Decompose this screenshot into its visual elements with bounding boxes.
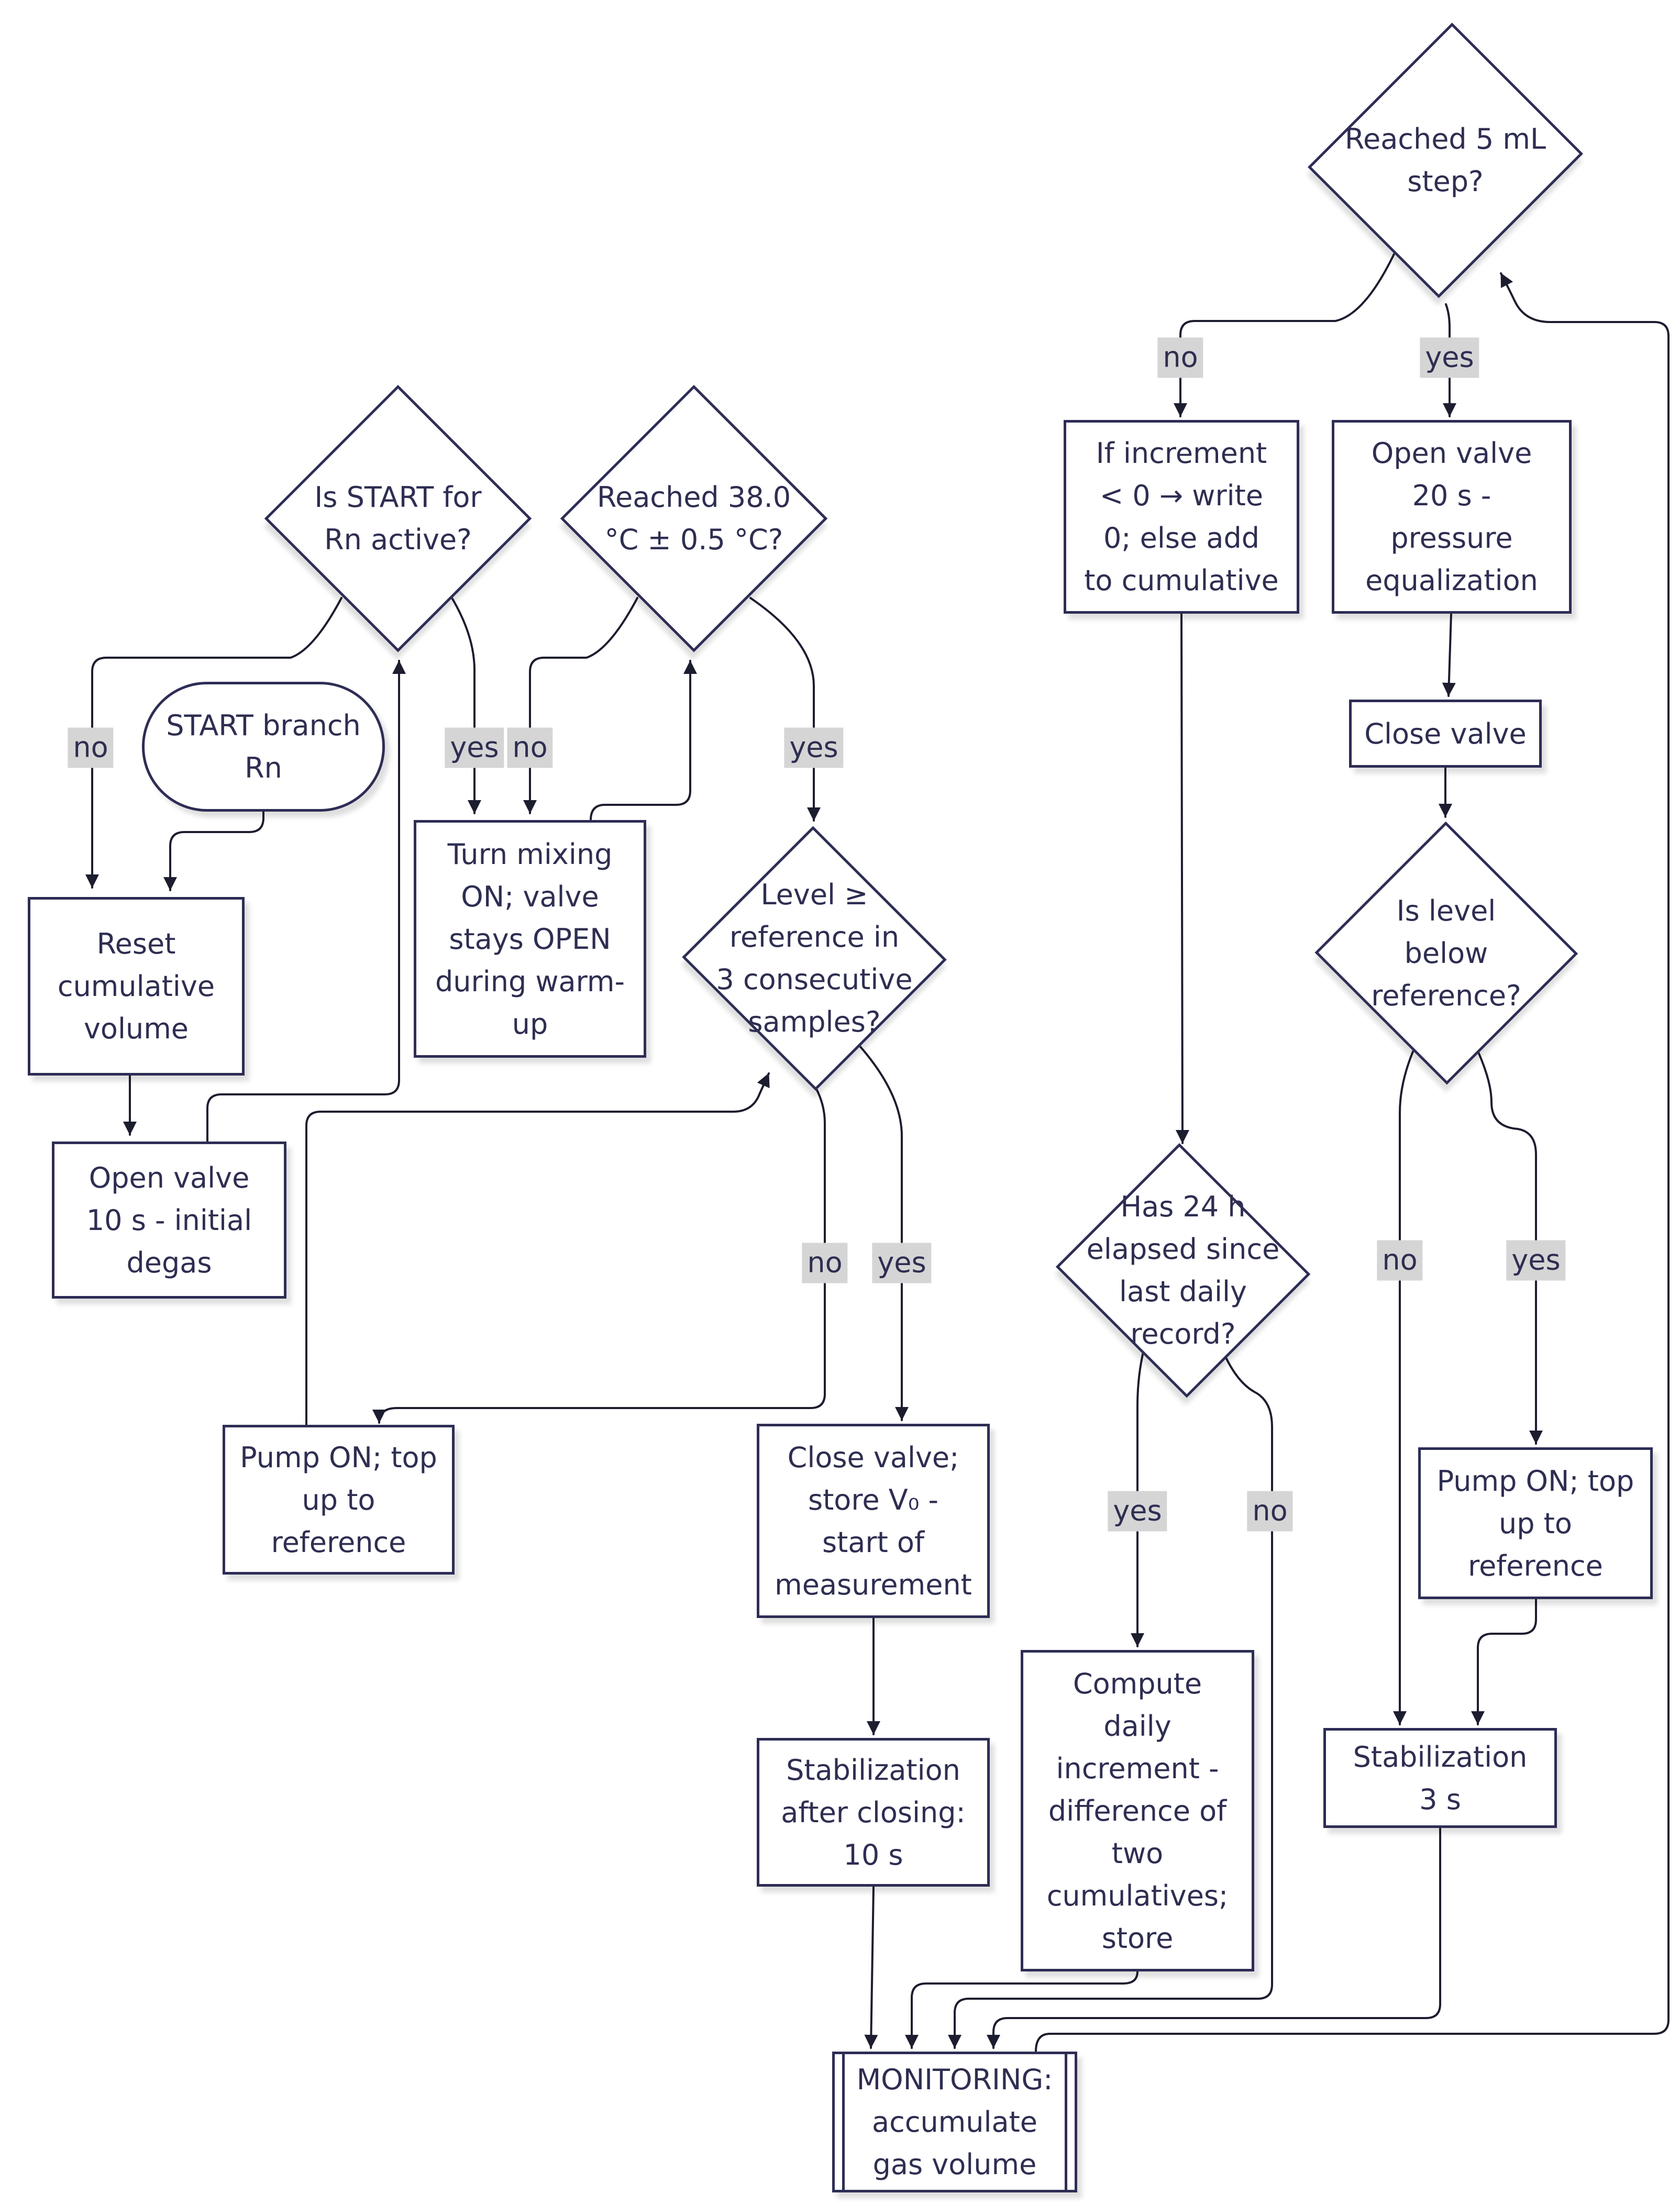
node-label: Compute daily increment - difference of … <box>1046 1667 1229 1955</box>
edge-level3-no <box>372 1087 826 1424</box>
edge-stab3-to-monitoring <box>987 1827 1441 2049</box>
edge-temp-yes <box>749 597 821 822</box>
node-label: Pump ON; top up to reference <box>240 1441 437 1559</box>
node-label: If increment < 0 → write 0; else add to … <box>1084 437 1279 597</box>
edge-pump-right-to-stab3 <box>1471 1598 1537 1725</box>
node-reset-cumulative-volume: Reset cumulative volume <box>28 897 245 1076</box>
node-label: Pump ON; top up to reference <box>1436 1464 1634 1582</box>
edge-label-no: no <box>1247 1491 1293 1532</box>
edge-daily-to-monitoring <box>905 1970 1139 2049</box>
edge-step-yes <box>1443 303 1456 417</box>
edge-temp-no <box>523 597 638 814</box>
node-label: Is level below reference? <box>1371 894 1521 1012</box>
node-reached-38-celsius: Reached 38.0 °C ± 0.5 °C? <box>560 385 827 652</box>
edge-monitoring-to-step <box>1035 272 1670 2053</box>
edge-increment-to-24h <box>1175 613 1189 1144</box>
node-is-start-for-rn-active: Is START for Rn active? <box>264 385 532 652</box>
edge-label-no: no <box>1157 337 1203 378</box>
edge-label-yes: yes <box>1108 1491 1167 1532</box>
edge-start-check-yes <box>451 597 481 814</box>
edge-below-no <box>1393 1040 1419 1725</box>
node-turn-mixing-on: Turn mixing ON; valve stays OPEN during … <box>414 820 646 1058</box>
node-label: Reached 38.0 °C ± 0.5 °C? <box>596 481 791 556</box>
edge-below-yes <box>1472 1040 1543 1445</box>
node-has-24h-elapsed: Has 24 h elapsed since last daily record… <box>1052 1143 1314 1398</box>
edge-label-yes: yes <box>445 727 504 768</box>
edge-start-check-no <box>85 597 342 889</box>
edge-label-yes: yes <box>1420 337 1479 378</box>
node-label: Close valve <box>1364 717 1527 750</box>
node-label: Level ≥ reference in 3 consecutive sampl… <box>716 878 913 1038</box>
node-label: Reset cumulative volume <box>57 927 215 1045</box>
edge-degas-to-start-check <box>206 660 406 1143</box>
node-stabilization-10s: Stabilization after closing: 10 s <box>757 1738 990 1887</box>
edge-open20-to-close-valve <box>1442 613 1456 697</box>
node-close-valve: Close valve <box>1349 700 1542 768</box>
edge-step-no <box>1174 244 1399 417</box>
node-compute-daily-increment: Compute daily increment - difference of … <box>1021 1650 1254 1971</box>
node-label: Is START for Rn active? <box>314 481 482 556</box>
node-monitoring-accumulate: MONITORING: accumulate gas volume <box>832 2052 1077 2192</box>
subroutine-bar-right <box>1065 2054 1067 2190</box>
edge-label-no: no <box>1377 1240 1423 1281</box>
edge-24h-no <box>948 1340 1273 2049</box>
node-label: Stabilization after closing: 10 s <box>781 1753 966 1871</box>
node-level-reference-3-samples: Level ≥ reference in 3 consecutive sampl… <box>681 826 948 1091</box>
node-open-valve-20s: Open valve 20 s - pressure equalization <box>1332 420 1572 614</box>
node-label: START branch Rn <box>166 709 361 784</box>
node-label: Reached 5 mL step? <box>1344 122 1546 198</box>
node-label: Open valve 10 s - initial degas <box>86 1161 252 1279</box>
edge-start-to-reset <box>163 811 264 891</box>
node-label: Turn mixing ON; valve stays OPEN during … <box>435 837 625 1040</box>
edge-label-yes: yes <box>872 1243 932 1283</box>
node-is-level-below-reference: Is level below reference? <box>1314 821 1578 1085</box>
node-pump-on-top-up-right: Pump ON; top up to reference <box>1418 1447 1653 1599</box>
node-close-valve-store-v0: Close valve; store V₀ - start of measure… <box>757 1424 990 1618</box>
node-label: Has 24 h elapsed since last daily record… <box>1086 1190 1280 1350</box>
edge-label-no: no <box>68 727 114 768</box>
edge-pump-left-to-level3 <box>305 1072 770 1426</box>
edge-stab10-to-monitoring <box>864 1886 878 2049</box>
node-stabilization-3s: Stabilization 3 s <box>1323 1728 1557 1828</box>
edge-level3-yes <box>859 1045 909 1421</box>
node-open-valve-10s-degas: Open valve 10 s - initial degas <box>52 1142 286 1299</box>
node-label: Stabilization 3 s <box>1353 1740 1528 1816</box>
node-reached-5ml-step: Reached 5 mL step? <box>1308 16 1583 304</box>
edge-label-yes: yes <box>1506 1240 1566 1281</box>
edge-label-no: no <box>802 1243 848 1283</box>
node-increment-cumulative: If increment < 0 → write 0; else add to … <box>1064 420 1299 614</box>
node-label: Open valve 20 s - pressure equalization <box>1365 437 1538 597</box>
node-label: Close valve; store V₀ - start of measure… <box>775 1441 972 1601</box>
node-start-branch-rn: START branch Rn <box>142 682 385 812</box>
node-label: MONITORING: accumulate gas volume <box>856 2063 1053 2181</box>
edge-label-no: no <box>507 727 553 768</box>
edge-mixing-to-temp <box>590 660 697 821</box>
edge-label-yes: yes <box>784 727 844 768</box>
node-pump-on-top-up-left: Pump ON; top up to reference <box>223 1425 455 1575</box>
subroutine-bar-left <box>842 2054 845 2190</box>
